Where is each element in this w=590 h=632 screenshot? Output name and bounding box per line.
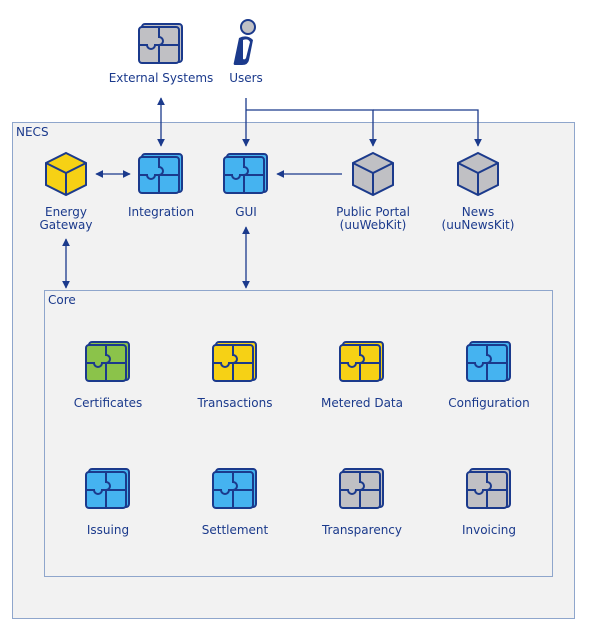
puzzle-icon <box>466 341 511 382</box>
core-module-transparency: Transparency <box>307 467 417 537</box>
core-module-label: Configuration <box>448 396 530 410</box>
core-module-issuing: Issuing <box>53 467 163 537</box>
core-module-certificates: Certificates <box>53 340 163 410</box>
user-icon <box>233 19 256 65</box>
gui-node: GUI <box>206 152 286 219</box>
core-module-label: Settlement <box>201 523 269 537</box>
arrow-users-news <box>373 109 482 147</box>
puzzle-icon <box>223 153 268 194</box>
puzzle-icon <box>212 341 257 382</box>
necs-label: NECS <box>16 125 49 139</box>
puzzle-icon <box>212 468 257 509</box>
users-label: Users <box>229 71 263 85</box>
core-module-label: Transactions <box>197 396 273 410</box>
news-node: News (uuNewsKit) <box>428 150 528 232</box>
core-module-label: Certificates <box>73 396 143 410</box>
energy-gateway-label-2: Gateway <box>39 218 93 232</box>
integration-node: Integration <box>116 152 206 219</box>
integration-label: Integration <box>127 205 195 219</box>
puzzle-icon <box>339 468 384 509</box>
public-portal-label-2: (uuWebKit) <box>339 218 407 232</box>
core-module-label: Metered Data <box>321 396 403 410</box>
core-module-label: Issuing <box>86 523 130 537</box>
external-systems-node: External Systems <box>101 22 221 85</box>
energy-gateway-node: Energy Gateway <box>26 150 106 232</box>
public-portal-label-1: Public Portal <box>336 205 410 219</box>
core-label: Core <box>48 293 76 307</box>
external-systems-label: External Systems <box>108 71 214 85</box>
puzzle-icon <box>138 153 183 194</box>
puzzle-icon <box>466 468 511 509</box>
puzzle-icon <box>85 341 130 382</box>
puzzle-icon <box>339 341 384 382</box>
news-label-2: (uuNewsKit) <box>441 218 515 232</box>
core-module-transactions: Transactions <box>180 340 290 410</box>
core-module-metered-data: Metered Data <box>307 340 417 410</box>
news-label-1: News <box>461 205 495 219</box>
core-container <box>44 290 553 577</box>
public-portal-node: Public Portal (uuWebKit) <box>323 150 423 232</box>
cube-icon <box>457 151 499 197</box>
core-module-invoicing: Invoicing <box>434 467 544 537</box>
cube-icon <box>352 151 394 197</box>
core-module-label: Invoicing <box>461 523 517 537</box>
arrow-users-portal <box>246 109 377 147</box>
puzzle-icon <box>138 23 183 64</box>
core-module-settlement: Settlement <box>180 467 290 537</box>
core-module-configuration: Configuration <box>434 340 544 410</box>
cube-icon <box>45 151 87 197</box>
puzzle-icon <box>85 468 130 509</box>
core-module-label: Transparency <box>321 523 403 537</box>
energy-gateway-label-1: Energy <box>44 205 87 219</box>
gui-label: GUI <box>235 205 257 219</box>
users-node: Users <box>216 18 276 85</box>
